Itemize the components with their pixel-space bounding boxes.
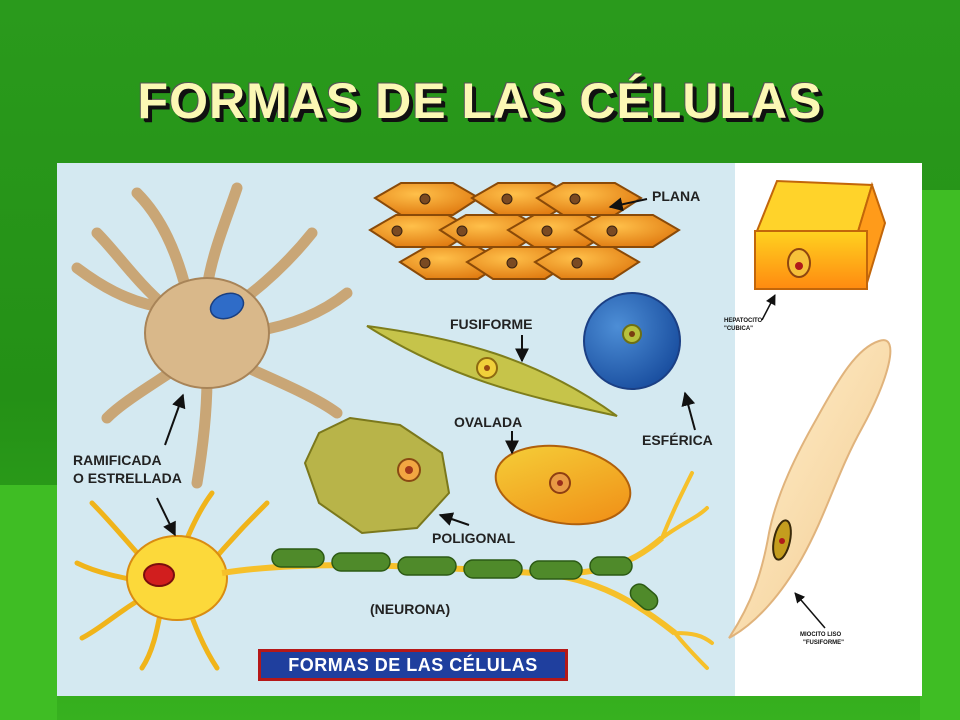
- label-esferica: ESFÉRICA: [642, 432, 713, 448]
- esferica-arrow: [681, 391, 696, 431]
- bg-stripe-right: [920, 190, 960, 720]
- label-miocito-line1: MIOCITO LISO: [800, 632, 842, 638]
- miocito-cell: [728, 339, 892, 639]
- esferica-nucleolus: [629, 331, 635, 337]
- label-hepatocito-line1: HEPATOCITO: [724, 318, 763, 324]
- fusiforme-nucleolus: [484, 365, 490, 371]
- label-fusiforme: FUSIFORME: [450, 316, 533, 332]
- ramificada-arrow: [164, 393, 186, 446]
- miocito-nucleolus: [779, 538, 785, 544]
- ramificada-nucleus: [209, 292, 245, 320]
- label-plana: PLANA: [652, 188, 701, 204]
- hepatocito-arrow: [761, 294, 776, 321]
- label-poligonal: POLIGONAL: [432, 530, 516, 546]
- bg-stripe-left: [0, 485, 57, 720]
- diagram-panel: [57, 163, 922, 696]
- page-title: FORMAS DE LAS CÉLULAS: [137, 73, 823, 129]
- neurona-arrow: [156, 497, 176, 537]
- hepatocito-cell: [754, 179, 887, 290]
- ovalada-nucleolus: [557, 480, 563, 486]
- neurona-myelin: [271, 548, 659, 611]
- plana-nuclei: [391, 193, 618, 269]
- label-ramificada-line2: O ESTRELLADA: [73, 470, 182, 486]
- poligonal-arrow: [438, 512, 470, 526]
- neurona-axon-terminals: [660, 471, 714, 670]
- ramificada-cell: [71, 182, 353, 489]
- hepatocito-nucleolus: [795, 262, 803, 270]
- neurona-nucleus: [143, 563, 175, 587]
- poligonal-nucleolus: [405, 466, 413, 474]
- plana-arrow: [608, 197, 648, 212]
- miocito-arrow: [794, 592, 826, 629]
- diagram-caption: FORMAS DE LAS CÉLULAS: [258, 649, 568, 681]
- poligonal-cell: [303, 416, 451, 535]
- label-hepatocito-line2: "CUBICA": [724, 326, 754, 332]
- label-miocito-line2: "FUSIFORME": [803, 640, 845, 646]
- plana-cells: [368, 182, 681, 280]
- label-ovalada: OVALADA: [454, 414, 523, 430]
- label-ramificada-line1: RAMIFICADA: [73, 452, 162, 468]
- label-neurona: (NEURONA): [370, 601, 451, 617]
- neurona-soma: [126, 535, 228, 621]
